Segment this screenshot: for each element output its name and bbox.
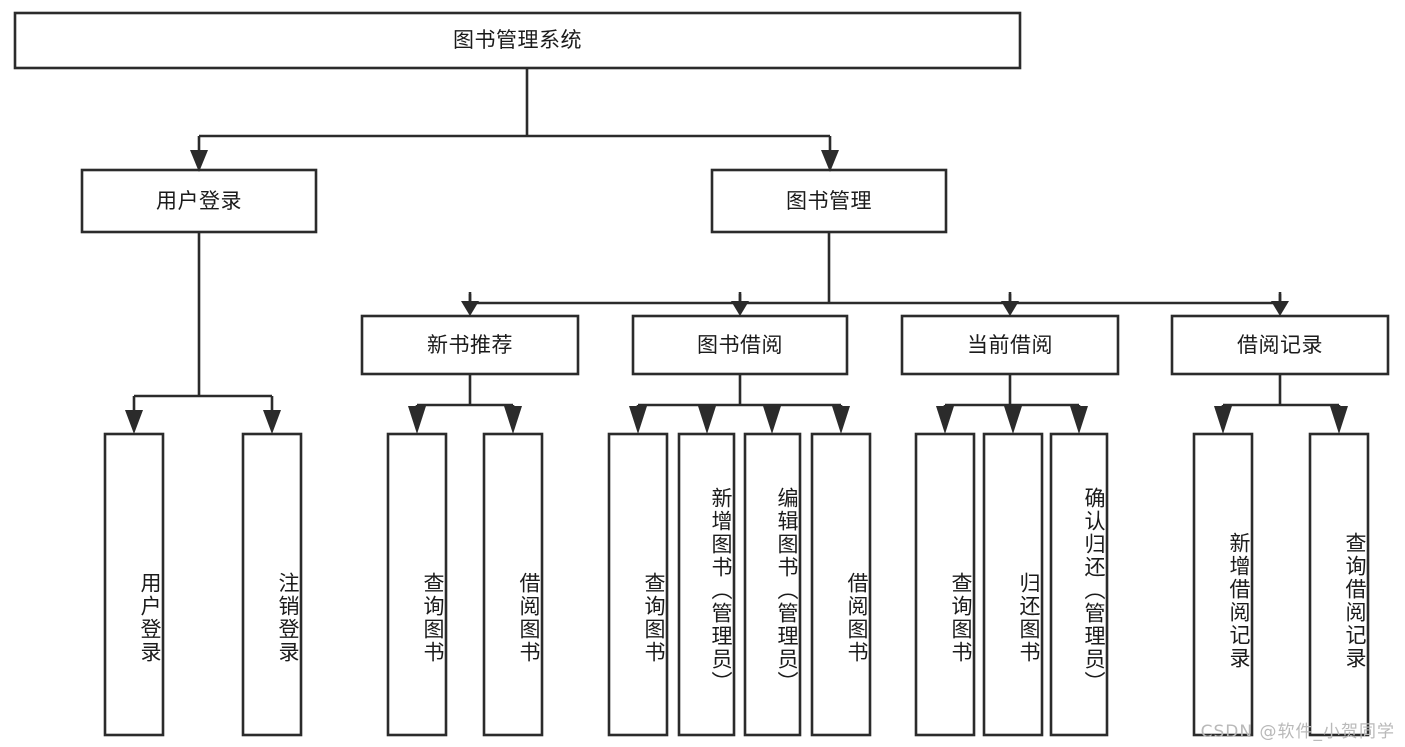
connector-user-login-bus [132, 232, 274, 412]
connector-current-borrow-bus [943, 374, 1081, 410]
node-box-book-management[interactable] [710, 168, 948, 234]
node-box-leaf-query-borrow-record[interactable] [1308, 432, 1370, 737]
arrow-to-new-book-recommend [461, 301, 479, 316]
arrow-to-borrow-record [1271, 301, 1289, 316]
node-box-leaf-borrow-book[interactable] [810, 432, 872, 737]
arrow-to-leaf-return-book [1004, 406, 1022, 434]
node-box-book-borrow[interactable] [631, 314, 849, 376]
node-box-leaf-confirm-return-admin[interactable] [1049, 432, 1109, 737]
node-box-leaf-return-book[interactable] [982, 432, 1044, 737]
connector-root-bus [197, 68, 832, 152]
arrow-to-leaf-logout [263, 410, 281, 434]
arrow-to-current-borrow [1001, 301, 1019, 316]
node-box-leaf-borrow-book-recommend[interactable] [482, 432, 544, 737]
node-box-leaf-logout[interactable] [241, 432, 303, 737]
arrow-to-book-borrow [731, 301, 749, 316]
connector-borrow-record-bus [1221, 374, 1341, 410]
node-box-current-borrow[interactable] [900, 314, 1120, 376]
node-box-leaf-query-book-current[interactable] [914, 432, 976, 737]
arrow-to-leaf-borrow-book [832, 406, 850, 434]
connector-book-management-drops [468, 294, 1282, 303]
csdn-watermark: CSDN @软件_小贺同学 [1200, 722, 1395, 742]
arrow-to-leaf-add-borrow-record [1214, 406, 1232, 434]
arrow-to-leaf-query-book-recommend [408, 406, 426, 434]
arrow-to-leaf-add-book-admin [698, 406, 716, 434]
connector-book-management-bus [468, 232, 1282, 305]
node-box-borrow-record[interactable] [1170, 314, 1390, 376]
connector-book-borrow-bus [636, 374, 843, 410]
connector-new-book-recommend-bus [415, 374, 515, 410]
arrow-to-leaf-borrow-book-recommend [504, 406, 522, 434]
arrow-to-leaf-confirm-return-admin [1070, 406, 1088, 434]
node-box-leaf-query-book-borrow[interactable] [607, 432, 669, 737]
node-box-leaf-add-book-admin[interactable] [677, 432, 736, 737]
arrow-to-leaf-edit-book-admin [763, 406, 781, 434]
arrow-to-leaf-query-book-current [936, 406, 954, 434]
node-box-new-book-recommend[interactable] [360, 314, 580, 376]
node-box-leaf-user-login[interactable] [103, 432, 165, 737]
node-box-leaf-add-borrow-record[interactable] [1192, 432, 1254, 737]
arrow-to-user-login [190, 150, 208, 172]
arrow-to-leaf-user-login [125, 410, 143, 434]
arrow-to-book-management [821, 150, 839, 172]
node-box-root[interactable] [13, 11, 1022, 70]
node-box-leaf-edit-book-admin[interactable] [743, 432, 802, 737]
node-box-leaf-query-book-recommend[interactable] [386, 432, 448, 737]
node-box-user-login[interactable] [80, 168, 318, 234]
arrow-to-leaf-query-book-borrow [629, 406, 647, 434]
arrow-to-leaf-query-borrow-record [1330, 406, 1348, 434]
